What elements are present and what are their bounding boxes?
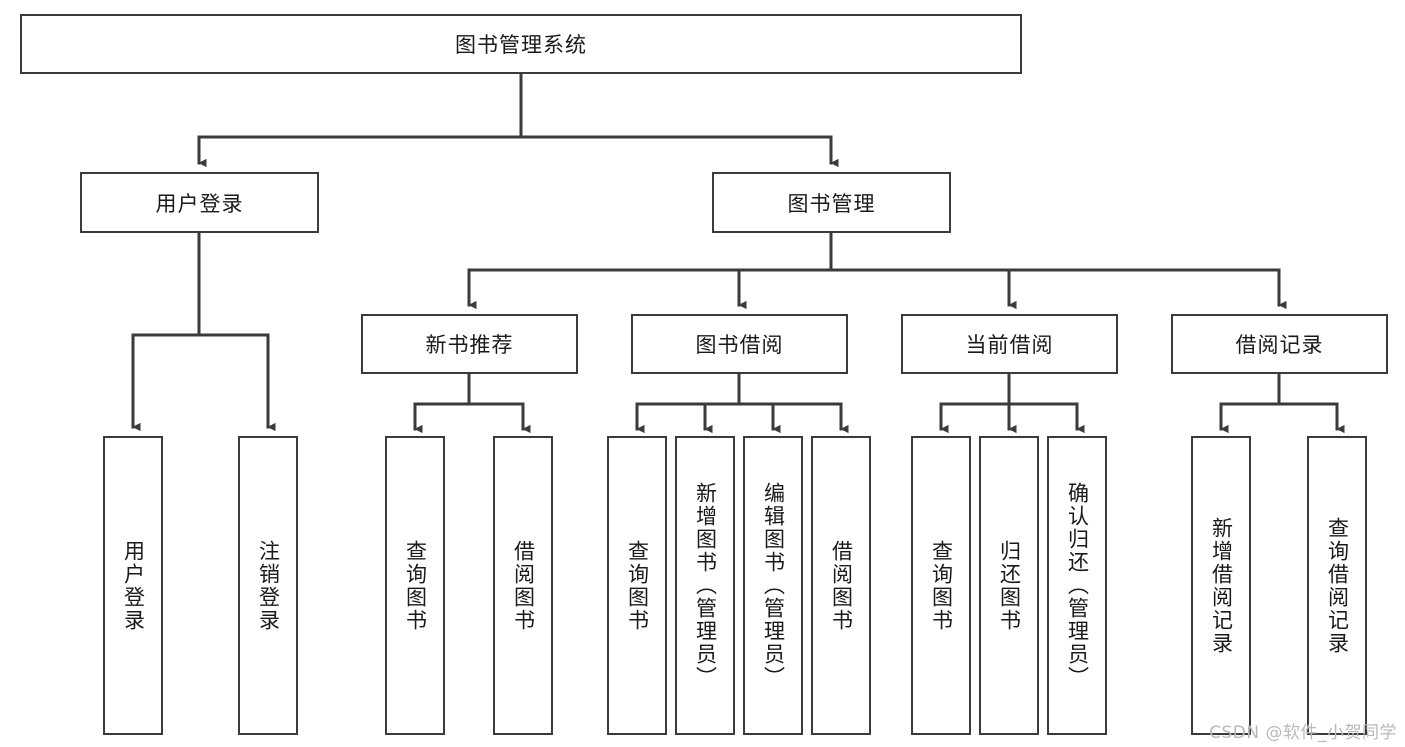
node-user-login[interactable]: 用户登录 (80, 172, 319, 233)
node-label: 查询图书 (403, 539, 428, 632)
node-label: 注销登录 (256, 539, 281, 632)
leaf-new-book-borrow-book[interactable]: 借阅图书 (493, 436, 553, 735)
node-label: 当前借阅 (965, 333, 1054, 357)
node-label: 借阅图书 (511, 539, 536, 632)
node-current-borrow[interactable]: 当前借阅 (901, 314, 1118, 374)
node-new-book-recommend[interactable]: 新书推荐 (361, 314, 578, 374)
node-label: 新增图书（管理员） (693, 482, 718, 689)
leaf-current-borrow-return-book[interactable]: 归还图书 (979, 436, 1039, 735)
node-root-book-management-system[interactable]: 图书管理系统 (20, 14, 1022, 74)
node-label: 查询图书 (929, 539, 954, 632)
leaf-book-borrow-add-book-admin[interactable]: 新增图书（管理员） (675, 436, 735, 735)
leaf-user-logout[interactable]: 注销登录 (238, 436, 298, 735)
node-label: 编辑图书（管理员） (761, 482, 786, 689)
node-label: 确认归还（管理员） (1065, 482, 1090, 689)
leaf-borrow-record-query-record[interactable]: 查询借阅记录 (1307, 436, 1367, 735)
node-label: 借阅记录 (1235, 333, 1324, 357)
node-label: 新书推荐 (425, 333, 514, 357)
node-label: 查询借阅记录 (1325, 516, 1350, 655)
watermark-text: CSDN @软件_小贺同学 (1209, 723, 1397, 743)
node-borrow-record[interactable]: 借阅记录 (1171, 314, 1388, 374)
node-label: 用户登录 (121, 539, 146, 632)
leaf-current-borrow-confirm-return-admin[interactable]: 确认归还（管理员） (1047, 436, 1107, 735)
node-book-management[interactable]: 图书管理 (712, 172, 951, 233)
leaf-current-borrow-query-book[interactable]: 查询图书 (911, 436, 971, 735)
node-label: 查询图书 (625, 539, 650, 632)
leaf-user-login[interactable]: 用户登录 (103, 436, 163, 735)
leaf-new-book-query-book[interactable]: 查询图书 (385, 436, 445, 735)
leaf-book-borrow-edit-book-admin[interactable]: 编辑图书（管理员） (743, 436, 803, 735)
node-label: 借阅图书 (829, 539, 854, 632)
leaf-book-borrow-borrow-book[interactable]: 借阅图书 (811, 436, 871, 735)
node-label: 新增借阅记录 (1209, 516, 1234, 655)
node-label: 归还图书 (997, 539, 1022, 632)
leaf-borrow-record-add-record[interactable]: 新增借阅记录 (1191, 436, 1251, 735)
node-book-borrow[interactable]: 图书借阅 (631, 314, 848, 374)
leaf-book-borrow-query-book[interactable]: 查询图书 (607, 436, 667, 735)
node-label: 图书管理系统 (455, 33, 587, 57)
node-label: 图书借阅 (695, 333, 784, 357)
node-label: 用户登录 (155, 191, 244, 216)
node-label: 图书管理 (787, 191, 876, 216)
